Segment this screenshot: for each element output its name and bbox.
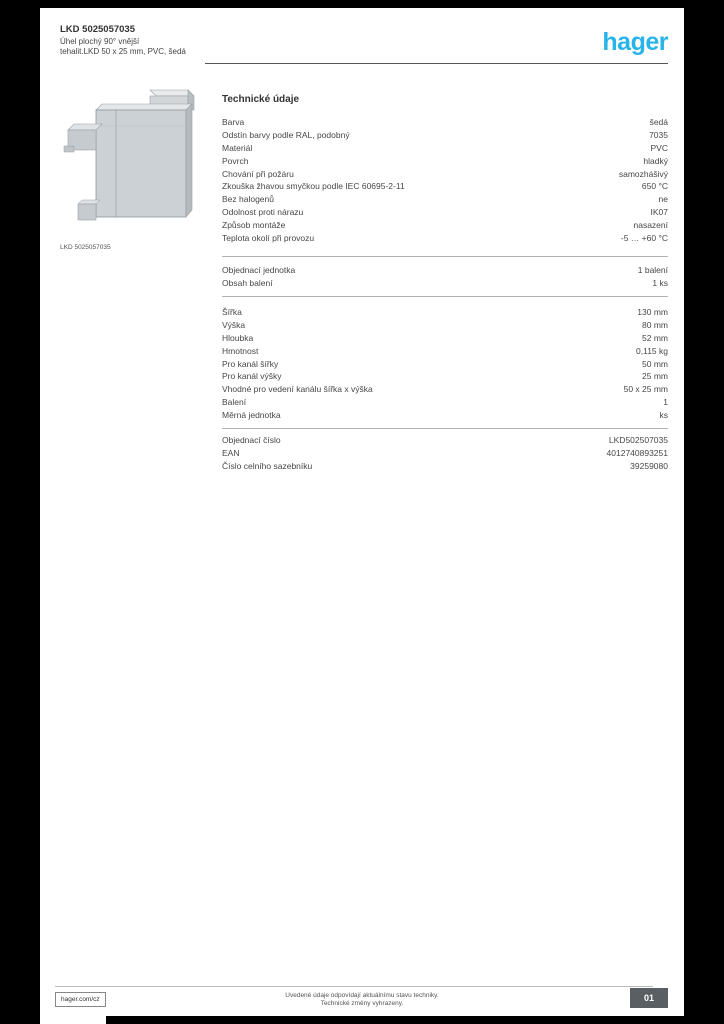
spec-label: Pro kanál šířky bbox=[222, 358, 279, 369]
spec-value: šedá bbox=[649, 117, 668, 128]
document-page: LKD 5025057035 Úhel plochý 90° vnější te… bbox=[40, 8, 684, 1016]
product-image-caption: LKD 5025057035 bbox=[60, 244, 111, 251]
spec-label: Barva bbox=[222, 117, 245, 128]
spec-label: Vhodné pro vedení kanálu šířka x výška bbox=[222, 384, 373, 395]
spec-label: Materiál bbox=[222, 142, 253, 153]
spec-label: EAN bbox=[222, 448, 240, 459]
spec-value: PVC bbox=[650, 142, 668, 153]
spec-value: 4012740893251 bbox=[606, 448, 668, 459]
footer-divider bbox=[55, 986, 653, 987]
spec-label: Odstín barvy podle RAL, podobný bbox=[222, 130, 350, 141]
spec-label: Číslo celního sazebníku bbox=[222, 460, 313, 471]
spec-row: Hmotnost 0,115 kg bbox=[222, 344, 668, 357]
spec-row: Pro kanál výšky 25 mm bbox=[222, 370, 668, 383]
hager-logo: hager bbox=[602, 28, 668, 56]
spec-label: Hloubka bbox=[222, 332, 254, 343]
product-image bbox=[58, 82, 204, 242]
spec-label: Balení bbox=[222, 396, 247, 407]
spec-value: 39259080 bbox=[630, 460, 668, 471]
spec-row: Výška 80 mm bbox=[222, 319, 668, 332]
product-subtitle: tehalit.LKD 50 x 25 mm, PVC, šedá bbox=[60, 47, 186, 56]
section-divider bbox=[222, 296, 668, 297]
spec-row: Vhodné pro vedení kanálu šířka x výška 50… bbox=[222, 383, 668, 396]
spec-row: Číslo celního sazebníku 39259080 bbox=[222, 460, 668, 473]
spec-row: Šířka 130 mm bbox=[222, 306, 668, 319]
footer-notes: Uvedené údaje odpovídají aktuálnímu stav… bbox=[40, 992, 684, 1007]
spec-section-heading: Technické údaje bbox=[222, 94, 300, 105]
spec-value: 650 °C bbox=[641, 181, 668, 192]
product-code: LKD 5025057035 bbox=[60, 24, 135, 35]
spec-value: nasazení bbox=[633, 219, 669, 230]
header-divider bbox=[205, 63, 668, 64]
spec-value: 1 bbox=[663, 396, 668, 407]
spec-value: 50 mm bbox=[642, 358, 668, 369]
spec-label: Chování při požáru bbox=[222, 168, 294, 179]
spec-row: Bez halogenů ne bbox=[222, 193, 668, 206]
footer-website-link[interactable]: hager.com/cz bbox=[55, 992, 106, 1007]
spec-label: Výška bbox=[222, 320, 246, 331]
spec-label: Hmotnost bbox=[222, 345, 259, 356]
spec-label: Odolnost proti nárazu bbox=[222, 206, 304, 217]
spec-row: Teplota okolí při provozu -5 … +60 °C bbox=[222, 231, 668, 244]
product-name: Úhel plochý 90° vnější bbox=[60, 37, 140, 46]
spec-value: 50 x 25 mm bbox=[623, 384, 668, 395]
spec-label: Povrch bbox=[222, 155, 249, 166]
spec-row: Odolnost proti nárazu IK07 bbox=[222, 206, 668, 219]
spec-value: -5 … +60 °C bbox=[620, 232, 668, 243]
spec-row: Odstín barvy podle RAL, podobný 7035 bbox=[222, 129, 668, 142]
spec-label: Měrná jednotka bbox=[222, 409, 281, 420]
spec-row: EAN 4012740893251 bbox=[222, 447, 668, 460]
spec-row: Balení 1 bbox=[222, 396, 668, 409]
section-divider bbox=[222, 428, 668, 429]
spec-row: Objednací jednotka 1 balení bbox=[222, 264, 668, 277]
spec-label: Pro kanál výšky bbox=[222, 371, 282, 382]
spec-value: 80 mm bbox=[642, 320, 668, 331]
spec-row: Objednací číslo LKD502507035 bbox=[222, 434, 668, 447]
spec-label: Objednací jednotka bbox=[222, 265, 296, 276]
spec-row: Obsah balení 1 ks bbox=[222, 277, 668, 290]
spec-row: Materiál PVC bbox=[222, 142, 668, 155]
section-divider bbox=[222, 256, 668, 257]
spec-value: 52 mm bbox=[642, 332, 668, 343]
spec-label: Zkouška žhavou smyčkou podle IEC 60695-2… bbox=[222, 181, 405, 192]
spec-value: 1 balení bbox=[637, 265, 668, 276]
spec-label: Obsah balení bbox=[222, 278, 273, 289]
page-bottom-tab bbox=[40, 1016, 106, 1024]
footer-note-line2: Technické změny vyhrazeny. bbox=[320, 999, 404, 1007]
spec-row: Hloubka 52 mm bbox=[222, 332, 668, 345]
spec-label: Šířka bbox=[222, 307, 242, 318]
header-product-block: LKD 5025057035 Úhel plochý 90° vnější te… bbox=[60, 24, 195, 57]
spec-value: 130 mm bbox=[637, 307, 668, 318]
product-image-drawing bbox=[63, 89, 195, 221]
spec-label: Objednací číslo bbox=[222, 435, 281, 446]
page-number-badge: 01 bbox=[630, 988, 668, 1008]
spec-value: ne bbox=[658, 194, 668, 205]
spec-value: 1 ks bbox=[652, 278, 668, 289]
spec-value: 25 mm bbox=[642, 371, 668, 382]
spec-value: samozhášivý bbox=[618, 168, 668, 179]
spec-row: Povrch hladký bbox=[222, 154, 668, 167]
spec-value: LKD502507035 bbox=[608, 435, 668, 446]
spec-value: IK07 bbox=[650, 206, 669, 217]
spec-value: ks bbox=[659, 409, 669, 420]
spec-value: hladký bbox=[643, 155, 668, 166]
footer-note-line1: Uvedené údaje odpovídají aktuálnímu stav… bbox=[285, 992, 439, 999]
spec-row: Způsob montáže nasazení bbox=[222, 218, 668, 231]
spec-label: Způsob montáže bbox=[222, 219, 286, 230]
spec-row: Pro kanál šířky 50 mm bbox=[222, 357, 668, 370]
spec-row: Barva šedá bbox=[222, 116, 668, 129]
spec-value: 0,115 kg bbox=[636, 345, 668, 356]
spec-row: Chování při požáru samozhášivý bbox=[222, 167, 668, 180]
spec-row: Měrná jednotka ks bbox=[222, 408, 668, 421]
spec-label: Teplota okolí při provozu bbox=[222, 232, 315, 243]
spec-row: Zkouška žhavou smyčkou podle IEC 60695-2… bbox=[222, 180, 668, 193]
spec-label: Bez halogenů bbox=[222, 194, 274, 205]
spec-value: 7035 bbox=[649, 130, 668, 141]
